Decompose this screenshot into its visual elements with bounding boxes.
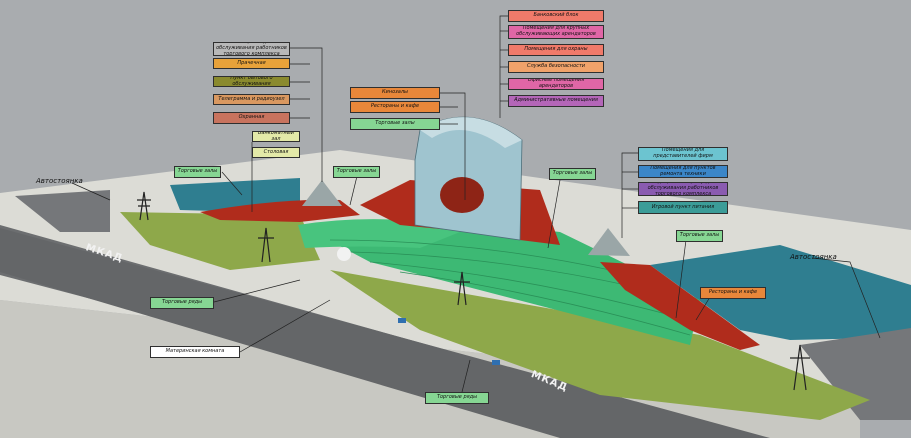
grass-left xyxy=(120,212,320,270)
label-security-rooms: Помещения для охраны xyxy=(508,44,604,56)
red-wing-right xyxy=(600,262,760,350)
label-cinemas: Кинозалы xyxy=(350,87,440,99)
pylons xyxy=(137,191,810,391)
label-restaurants-right: Рестораны и кафе xyxy=(700,287,766,299)
label-repair-points: Помещения для пунктов ремонта техники xyxy=(638,165,728,178)
label-admin-rooms: Административные помещения xyxy=(508,95,604,107)
pyramid-right xyxy=(588,228,630,256)
label-consumer-services: Пункт бытового обслуживания xyxy=(213,76,290,87)
parking-left-area xyxy=(15,190,110,232)
water-right xyxy=(650,245,911,340)
red-dome xyxy=(440,177,484,213)
label-trade-halls-mid: Торговые залы xyxy=(333,166,380,178)
leader-lines xyxy=(71,15,881,393)
label-atm-hall: Банкоматный зал xyxy=(252,131,300,142)
label-food-court: Игровой пункт питания xyxy=(638,201,728,214)
label-telegraph: Телеграмма и радиоузел xyxy=(213,94,290,105)
label-restaurants-center: Рестораны и кафе xyxy=(350,101,440,113)
label-staff-rooms: Помещения для обслуживания работников то… xyxy=(213,42,290,56)
small-dome xyxy=(337,247,351,261)
label-trade-halls-right-top: Торговые залы xyxy=(549,168,596,180)
glass-tower-top xyxy=(420,117,522,148)
car-blue-1 xyxy=(398,318,406,323)
label-bank-block: Банковский блок xyxy=(508,10,604,22)
parking-right-area xyxy=(800,328,911,420)
label-guard-room: Охранная xyxy=(213,112,290,124)
label-canteen: Столовая xyxy=(252,147,300,158)
label-security-service: Служба безопасности xyxy=(508,61,604,73)
label-mother-room: Материнская комната xyxy=(150,346,240,358)
car-blue-2 xyxy=(492,360,500,365)
label-trade-halls-left: Торговые залы xyxy=(174,166,221,178)
label-trade-rows-left: Торговые ряды xyxy=(150,297,214,309)
label-parking-right: Автостоянка xyxy=(790,253,837,261)
canopy-lines xyxy=(329,239,691,336)
label-trade-rows-bottom: Торговые ряды xyxy=(425,392,489,404)
label-laundry: Прачечная xyxy=(213,58,290,69)
pyramid-left xyxy=(302,180,342,206)
label-parking-left: Автостоянка xyxy=(36,177,83,185)
label-trade-halls-right: Торговые залы xyxy=(676,230,723,242)
label-large-tenants: Помещения для крупных обслуживающих арен… xyxy=(508,25,604,39)
label-tenant-offices: Офисные помещения арендаторов xyxy=(508,78,604,90)
label-company-reps: Помещения для представителей фирм xyxy=(638,147,728,161)
label-medical-center: Медицинский центр для обслуживания работ… xyxy=(638,182,728,196)
grass-bottom xyxy=(330,270,870,420)
label-trade-halls-center: Торговые залы xyxy=(350,118,440,130)
